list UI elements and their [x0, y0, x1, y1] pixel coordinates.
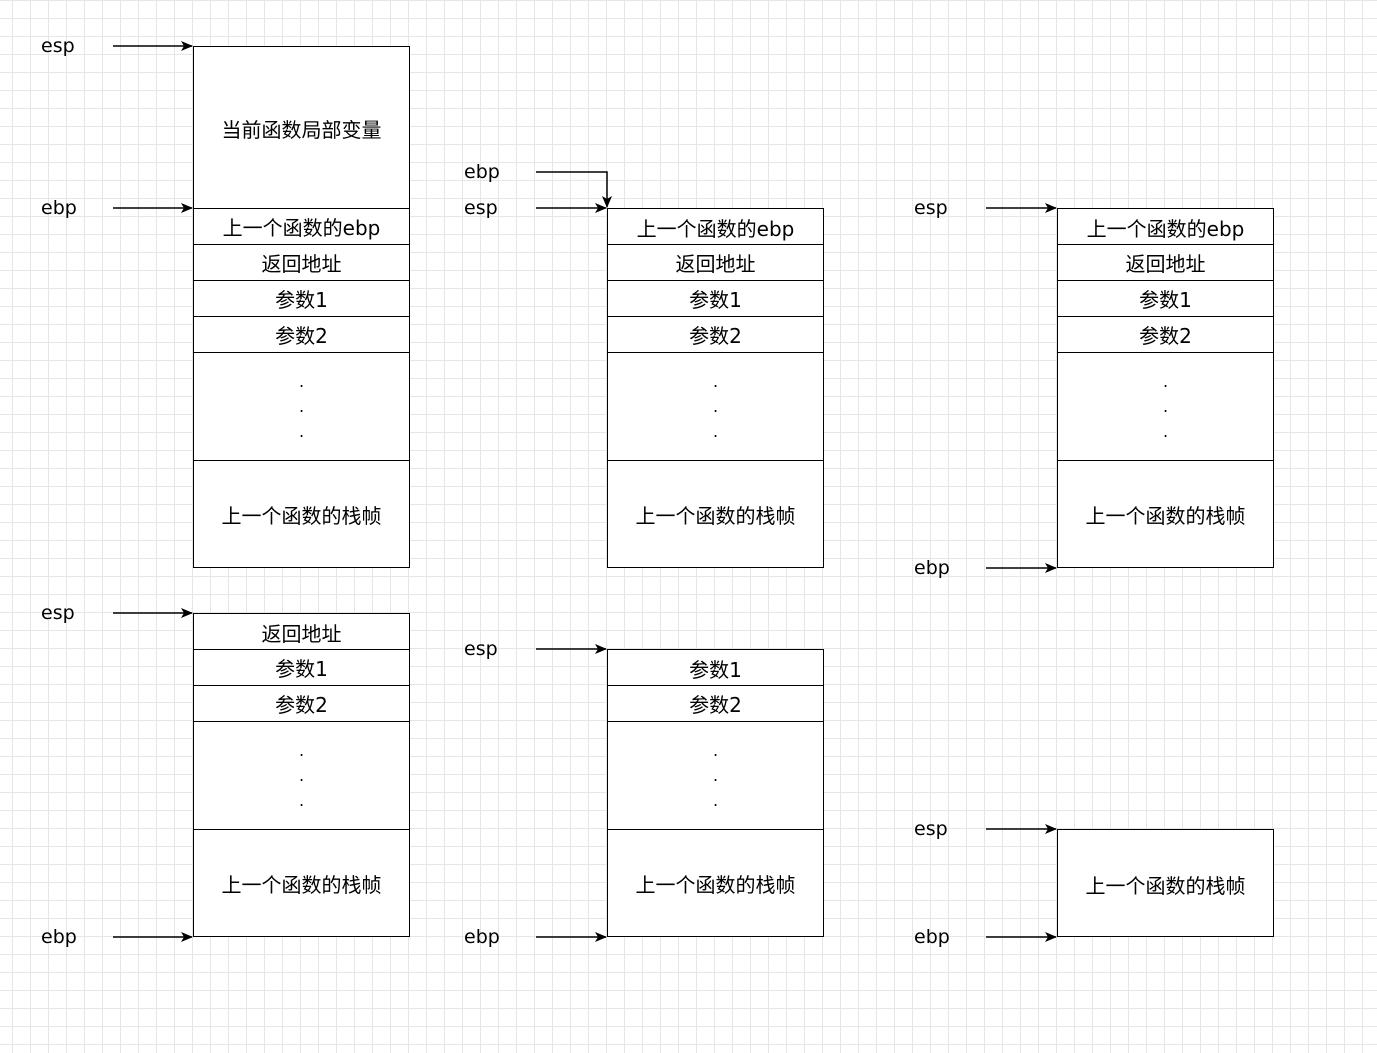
stack-cell-prev-frame: 上一个函数的栈帧	[1085, 873, 1246, 898]
stack-cell-saved-ebp: 上一个函数的ebp	[636, 216, 795, 241]
ellipsis-dot: .	[298, 372, 305, 391]
stack-frame6: 上一个函数的栈帧	[1057, 829, 1274, 937]
stack-cell-ellipsis: ...	[194, 721, 409, 829]
esp-pointer-frame4-label: esp	[41, 602, 75, 624]
esp-pointer-frame3-label: esp	[914, 197, 948, 219]
ebp-pointer-frame6-label: ebp	[914, 926, 950, 948]
esp-pointer-frame5-label: esp	[464, 638, 498, 660]
stack-cell-return-addr: 返回地址	[1058, 244, 1273, 280]
stack-cell-arg1: 参数1	[194, 649, 409, 685]
ebp-pointer-frame3-label: ebp	[914, 557, 950, 579]
ebp-pointer-frame2-arrow	[536, 171, 612, 208]
stack-cell-arg1: 参数1	[689, 657, 742, 682]
stack-cell-prev-frame: 上一个函数的栈帧	[1058, 460, 1273, 568]
stack-cell-arg1: 参数1	[1058, 280, 1273, 316]
ellipsis-dot: .	[298, 741, 305, 760]
stack-cell-prev-frame: 上一个函数的栈帧	[608, 460, 823, 568]
esp-pointer-frame1-label: esp	[41, 35, 75, 57]
stack-cell-return-addr: 返回地址	[194, 244, 409, 280]
stack-cell-saved-ebp: 上一个函数的ebp	[1086, 216, 1245, 241]
stack-cell-ellipsis: ...	[608, 352, 823, 460]
ellipsis-dot: .	[712, 766, 719, 785]
stack-cell-prev-frame: 上一个函数的栈帧	[608, 829, 823, 937]
stack-cell-ellipsis: ...	[194, 352, 409, 460]
ellipsis-dot: .	[712, 791, 719, 810]
stack-cell-local-vars: 当前函数局部变量	[221, 117, 382, 142]
ellipsis-dot: .	[712, 422, 719, 441]
ebp-pointer-frame1-label: ebp	[41, 197, 77, 219]
stack-cell-prev-frame: 上一个函数的栈帧	[194, 460, 409, 568]
stack-cell-arg1: 参数1	[608, 280, 823, 316]
ellipsis-dot: .	[1162, 372, 1169, 391]
ellipsis-dot: .	[712, 741, 719, 760]
stack-cell-arg2: 参数2	[194, 685, 409, 721]
ellipsis-dot: .	[712, 397, 719, 416]
stack-cell-ellipsis: ...	[608, 721, 823, 829]
stack-cell-arg2: 参数2	[194, 316, 409, 352]
ellipsis-dot: .	[1162, 422, 1169, 441]
ellipsis-dot: .	[298, 397, 305, 416]
stack-cell-return-addr: 返回地址	[261, 621, 342, 646]
stack-cell-arg2: 参数2	[608, 316, 823, 352]
esp-pointer-frame2-label: esp	[464, 197, 498, 219]
stack-cell-arg1: 参数1	[194, 280, 409, 316]
ellipsis-dot: .	[1162, 397, 1169, 416]
ellipsis-dot: .	[712, 372, 719, 391]
ellipsis-dot: .	[298, 791, 305, 810]
ebp-pointer-frame5-label: ebp	[464, 926, 500, 948]
ebp-pointer-frame2-label: ebp	[464, 161, 500, 183]
ebp-pointer-frame4-label: ebp	[41, 926, 77, 948]
esp-pointer-frame6-label: esp	[914, 818, 948, 840]
stack-cell-arg2: 参数2	[1058, 316, 1273, 352]
stack-cell-return-addr: 返回地址	[608, 244, 823, 280]
stack-cell-arg2: 参数2	[608, 685, 823, 721]
stack-cell-ellipsis: ...	[1058, 352, 1273, 460]
stack-cell-saved-ebp: 上一个函数的ebp	[194, 208, 409, 244]
ellipsis-dot: .	[298, 422, 305, 441]
ellipsis-dot: .	[298, 766, 305, 785]
stack-cell-prev-frame: 上一个函数的栈帧	[194, 829, 409, 937]
